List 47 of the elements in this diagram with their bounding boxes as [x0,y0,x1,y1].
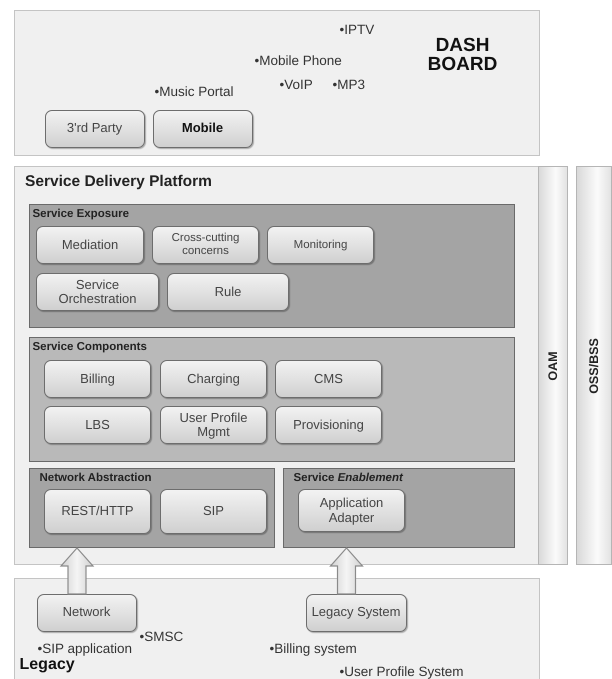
panel-title: Legacy [20,656,75,674]
bullet-item: •IPTV [340,22,374,36]
panel-title: Service Components [32,340,147,352]
component-box: Billing [44,360,151,398]
component-box: Service Orchestration [36,273,159,311]
panel-title: Service Delivery Platform [25,173,212,191]
bullet-item: •MP3 [332,76,365,92]
bullet-item: •VoIP [280,76,313,92]
component-box: Network [36,594,136,632]
component-box: CMS [275,360,382,398]
bullet-item: •SMSC [140,628,184,644]
layer-box [28,336,514,462]
bullet-item: •Music Portal [154,84,234,98]
component-box: Mobile [152,110,252,148]
panel-title: DASH BOARD [426,36,498,76]
component-box: User Profile Mgmt [160,406,267,444]
component-box: Mediation [36,226,144,264]
layer-box [282,468,514,548]
bullet-item: •Billing system [270,640,357,656]
component-box: Charging [160,360,267,398]
component-box: Legacy System [306,594,406,632]
layer-panel [14,578,540,679]
panel-title: Network Abstraction [40,472,152,484]
component-box: Provisioning [275,406,382,444]
side-bar [538,166,568,565]
bar-label: OSS/BSS [587,338,601,394]
layer-box [28,204,514,328]
bullet-item: •User Profile System [340,664,464,678]
component-box: REST/HTTP [44,489,151,534]
block-arrow [329,547,364,595]
component-box: Application Adapter [298,489,405,532]
component-box: Monitoring [267,226,374,264]
block-arrow [60,547,94,595]
component-box: SIP [160,489,267,534]
component-box: 3'rd Party [44,110,144,148]
layer-panel [14,166,540,565]
component-box: Cross-cutting concerns [152,226,259,264]
bullet-item: •SIP application [38,640,132,656]
side-bar [576,166,612,565]
component-box: LBS [44,406,151,444]
bullet-item: •Mobile Phone [254,52,342,68]
bar-label: OAM [546,350,560,380]
panel-title: Service Exposure [32,208,130,220]
layer-panel [14,10,540,156]
component-box: Rule [167,273,289,311]
panel-title: Service Enablement [294,472,403,484]
layer-box [28,468,274,548]
